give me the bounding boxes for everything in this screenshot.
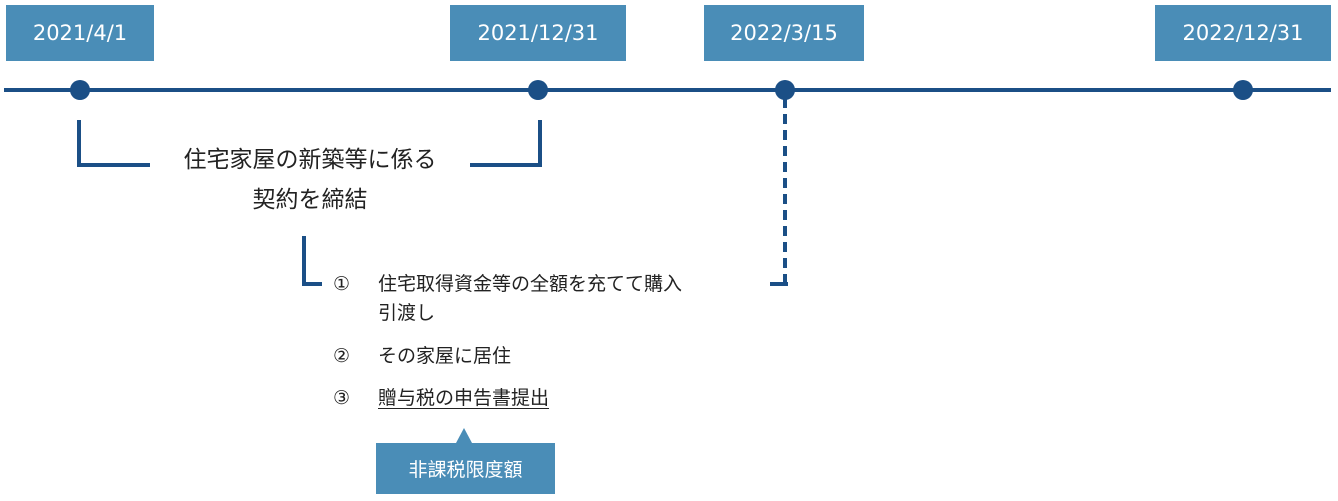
- timeline-axis: [4, 88, 1331, 92]
- timeline-dot-start: [70, 80, 90, 100]
- conditions-bracket-left-foot: [302, 282, 322, 286]
- tax-exempt-limit-callout: 非課税限度額: [376, 443, 555, 494]
- date-box-contract-end: 2021/12/31: [450, 5, 626, 61]
- condition-text: その家屋に居住: [378, 345, 512, 367]
- conditions-bracket-left: [302, 236, 306, 286]
- timeline-dot-deadline: [775, 80, 795, 100]
- callout-pointer: [456, 428, 472, 443]
- condition-number: ③: [333, 387, 351, 409]
- conditions-bracket-right-foot: [770, 282, 788, 286]
- date-box-year-end: 2022/12/31: [1155, 5, 1331, 61]
- deadline-dashed-connector: [783, 98, 787, 284]
- condition-item-3: ③ 贈与税の申告書提出: [333, 384, 733, 414]
- condition-text: 贈与税の申告書提出: [378, 387, 550, 409]
- date-box-start: 2021/4/1: [6, 5, 154, 61]
- contract-label-line1: 住宅家屋の新築等に係る: [183, 147, 437, 173]
- timeline-dot-contract-end: [528, 80, 548, 100]
- condition-item-1: ① 住宅取得資金等の全額を充てて購入 引渡し: [333, 270, 773, 330]
- condition-number: ①: [333, 273, 351, 295]
- contract-label-line2: 契約を締結: [252, 187, 368, 213]
- timeline-dot-year-end: [1233, 80, 1253, 100]
- contract-label: 住宅家屋の新築等に係る 契約を締結: [150, 140, 470, 220]
- date-box-deadline: 2022/3/15: [704, 5, 864, 61]
- contract-bracket-left: [77, 120, 81, 167]
- condition-item-2: ② その家屋に居住: [333, 342, 733, 372]
- condition-text: 住宅取得資金等の全額を充てて購入 引渡し: [378, 273, 683, 324]
- contract-bracket-right: [538, 120, 542, 167]
- condition-number: ②: [333, 345, 351, 367]
